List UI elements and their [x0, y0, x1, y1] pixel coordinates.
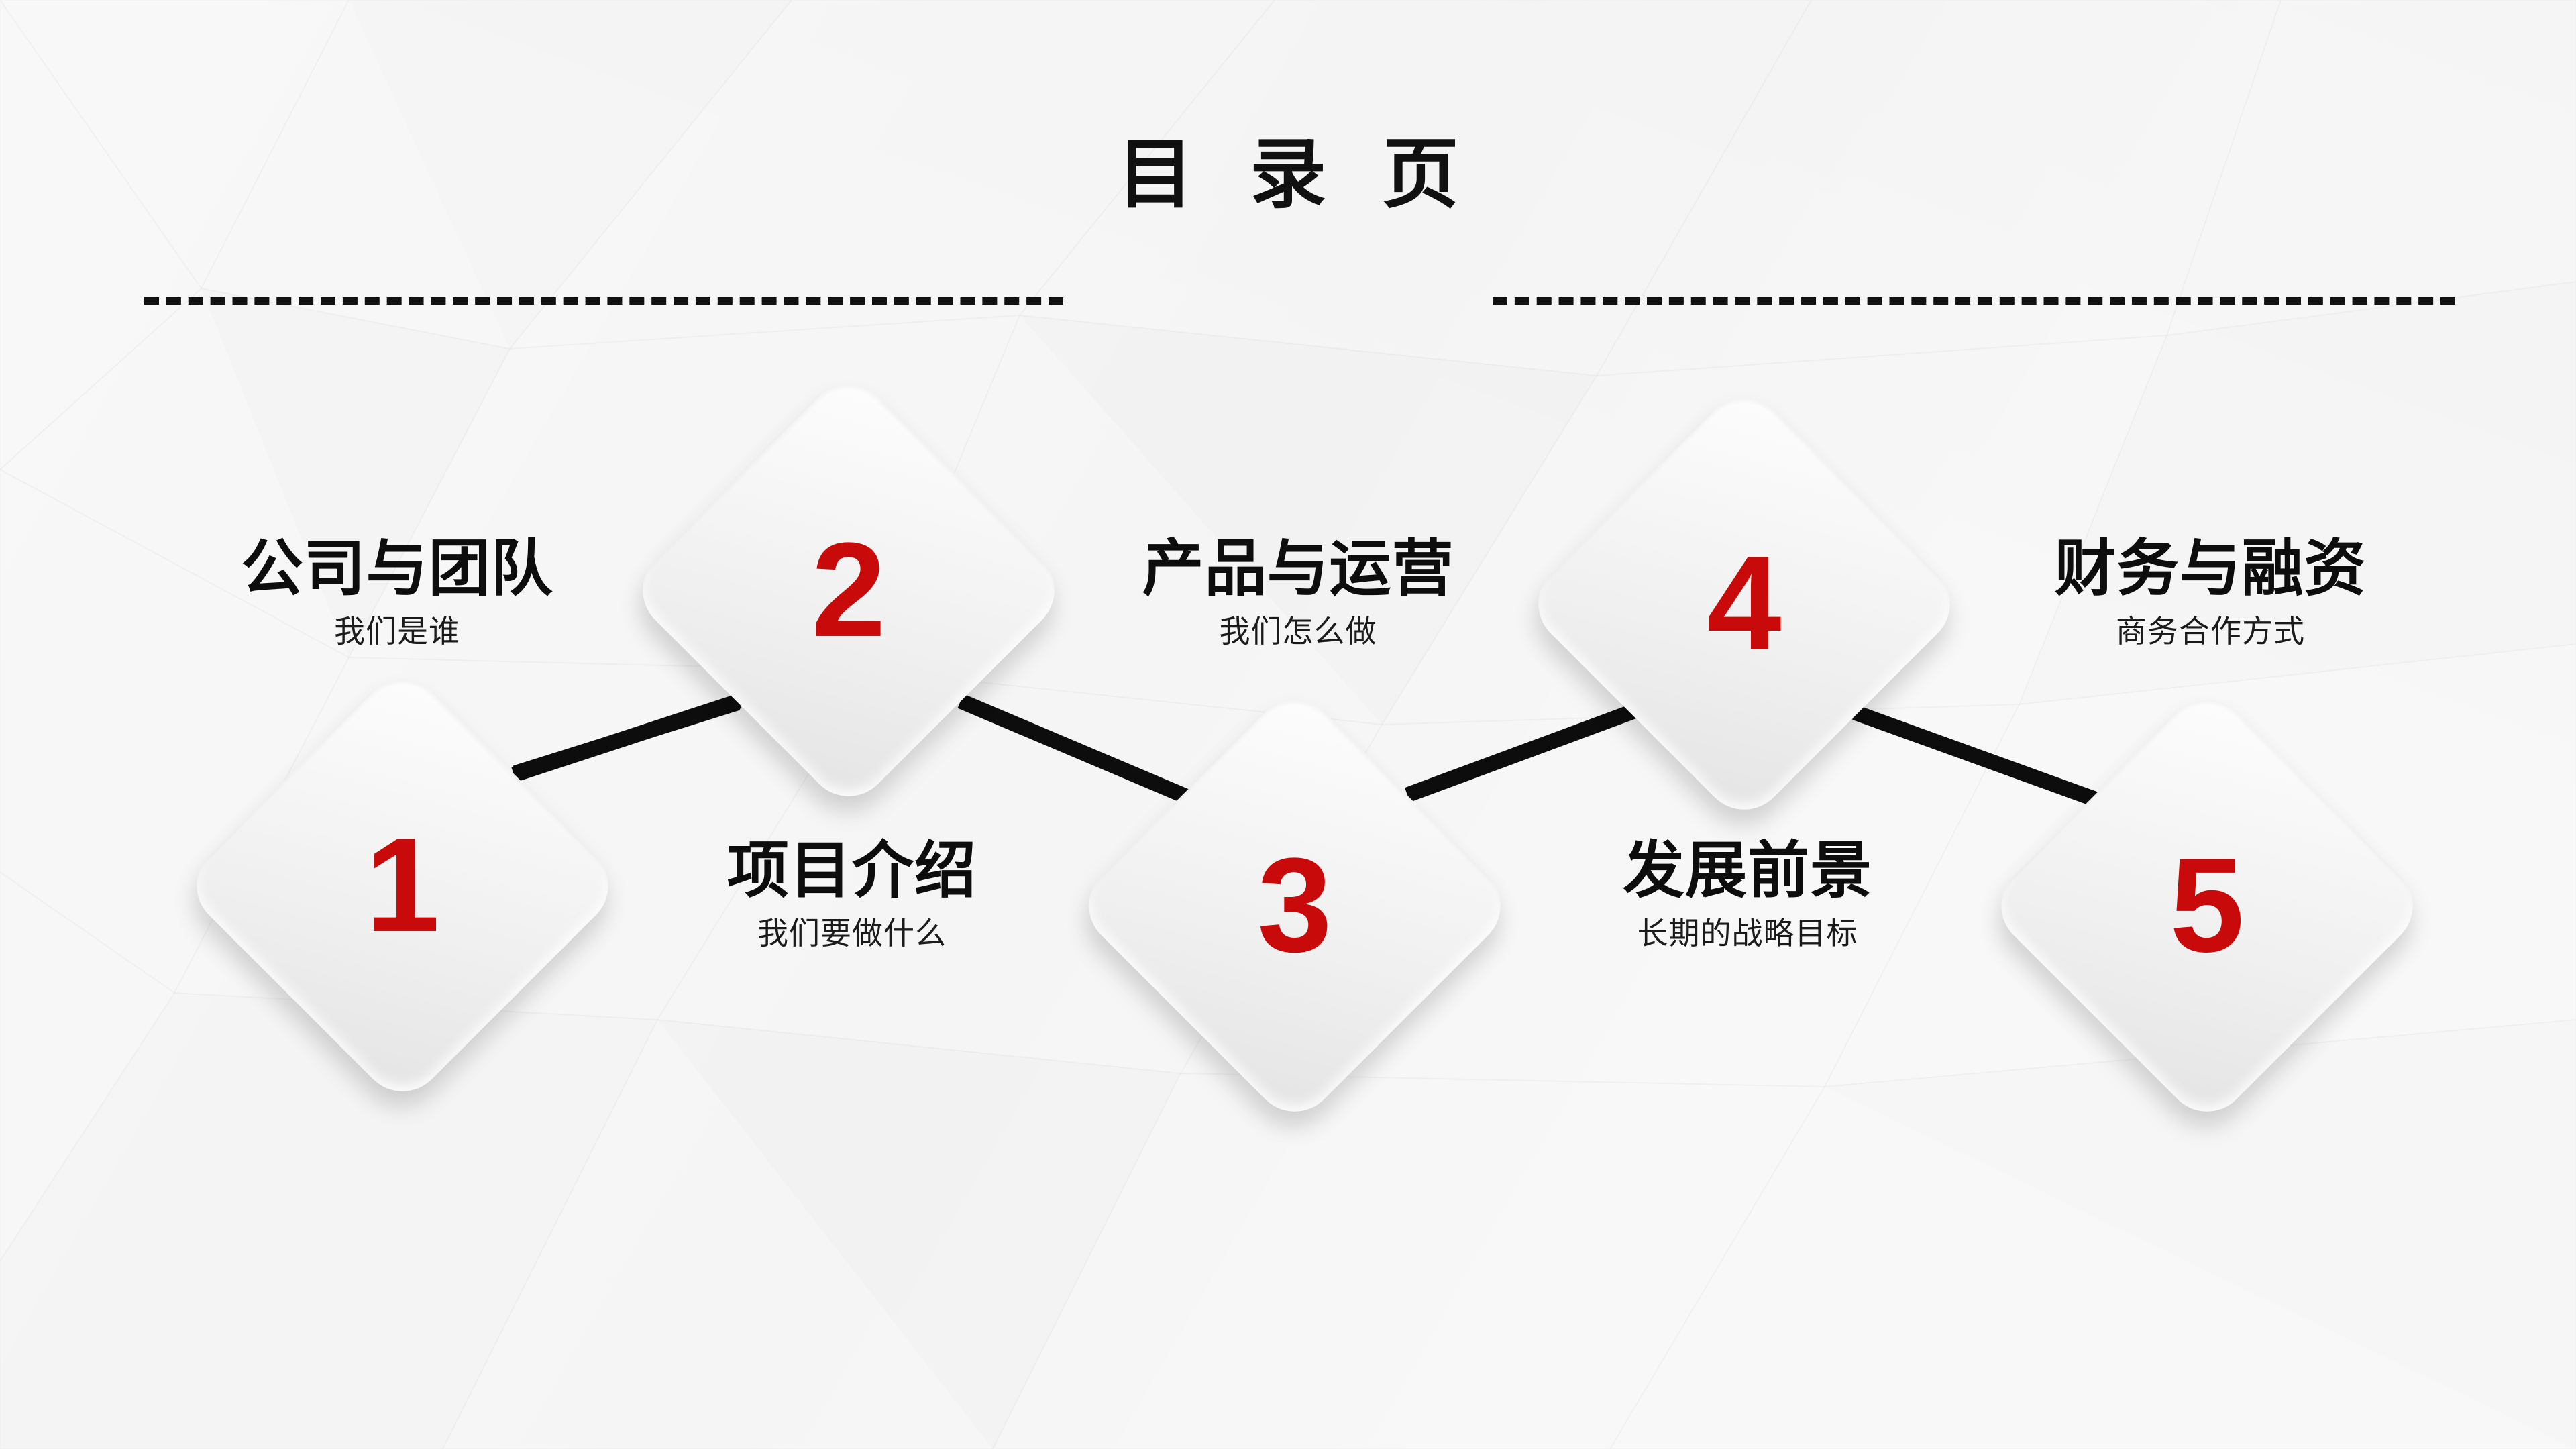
diamond-number-wrap-3: 3: [1137, 748, 1452, 1063]
step-title-4: 发展前景: [1622, 837, 1872, 905]
dashed-rule-left: [144, 297, 1063, 305]
step-label-5: 财务与融资 商务合作方式: [1955, 535, 2465, 649]
step-subtitle-2: 我们要做什么: [757, 915, 947, 951]
diamond-number-wrap-4: 4: [1587, 446, 1902, 761]
step-title-5: 财务与融资: [2054, 535, 2367, 603]
step-number-3: 3: [1257, 830, 1332, 980]
step-subtitle-1: 我们是谁: [334, 613, 460, 649]
connector-3-to-4: [1405, 704, 1637, 802]
step-label-1: 公司与团队 我们是谁: [142, 535, 652, 649]
step-subtitle-4: 长期的战略目标: [1637, 915, 1858, 951]
dashed-rule-right: [1493, 297, 2455, 305]
step-label-3: 产品与运营 我们怎么做: [1043, 535, 1553, 649]
step-title-3: 产品与运营: [1142, 535, 1454, 603]
step-node-3[interactable]: 3: [1071, 682, 1518, 1129]
step-title-1: 公司与团队: [241, 535, 553, 603]
diamond-number-wrap-2: 2: [691, 433, 1006, 748]
step-subtitle-3: 我们怎么做: [1219, 613, 1377, 649]
diamond-number-wrap-5: 5: [2049, 748, 2365, 1063]
step-node-4[interactable]: 4: [1521, 380, 1968, 827]
connector-1-to-2: [511, 694, 742, 782]
connector-2-to-3: [957, 694, 1191, 804]
step-title-2: 项目介绍: [727, 837, 977, 905]
connector-4-to-5: [1852, 705, 2099, 807]
step-number-1: 1: [365, 810, 440, 960]
page-title: 目 录 页: [1117, 132, 1477, 217]
step-number-2: 2: [811, 515, 886, 665]
step-label-2: 项目介绍 我们要做什么: [597, 837, 1107, 951]
step-number-4: 4: [1707, 529, 1782, 678]
diamond-number-wrap-1: 1: [245, 728, 560, 1043]
step-node-2[interactable]: 2: [625, 367, 1072, 814]
step-subtitle-5: 商务合作方式: [2116, 613, 2305, 649]
slide-header: [0, 127, 2576, 305]
step-number-5: 5: [2169, 830, 2245, 980]
step-node-5[interactable]: 5: [1984, 682, 2430, 1129]
step-label-4: 发展前景 长期的战略目标: [1493, 837, 2002, 951]
step-node-1[interactable]: 1: [179, 662, 626, 1109]
